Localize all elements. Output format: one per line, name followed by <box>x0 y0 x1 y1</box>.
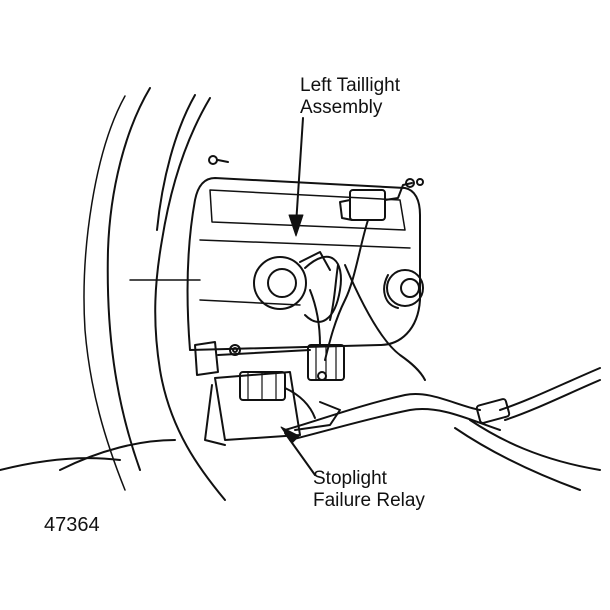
leader-arrows <box>280 117 316 476</box>
taillight-label: Left Taillight Assembly <box>300 75 400 119</box>
relay-arrowhead <box>280 426 300 444</box>
bulb-socket-right <box>383 269 424 309</box>
mounting-screws <box>208 155 241 356</box>
wiring-harness <box>284 219 601 491</box>
inline-connector <box>307 344 345 381</box>
figure-number: 47364 <box>44 514 100 536</box>
taillight-arrowhead <box>288 214 304 237</box>
taillight-housing <box>186 177 421 351</box>
bulb-socket-left <box>253 251 342 323</box>
relay-label-line1: Stoplight <box>313 468 387 489</box>
relay-bracket <box>194 341 341 431</box>
stoplight-failure-relay <box>204 371 316 446</box>
taillight-label-line2: Assembly <box>300 97 383 118</box>
relay-label: Stoplight Failure Relay <box>313 468 425 512</box>
body-panel-lines <box>0 87 226 501</box>
relay-label-line2: Failure Relay <box>313 490 425 511</box>
taillight-label-line1: Left Taillight <box>300 75 400 96</box>
taillight-leader-line <box>295 117 304 226</box>
